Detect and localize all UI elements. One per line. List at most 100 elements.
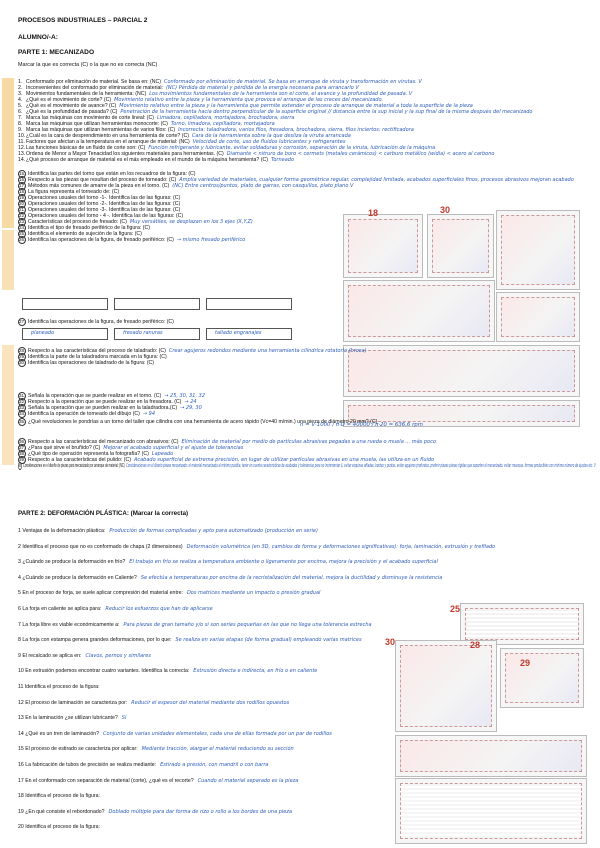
handwritten-answer: Conformado por eliminación de material. …	[163, 79, 422, 85]
handwritten-answer: Diamante < nitruro de boro < cermets (me…	[226, 151, 495, 157]
handwritten-answer: Sí	[121, 715, 127, 722]
part2-question-row: 4 ¿Cuándo se produce la deformación en C…	[18, 575, 442, 581]
question-text: Identifica la parte de la taladradora ma…	[28, 354, 167, 360]
q27-answer-box-1[interactable]: planeado	[22, 328, 108, 340]
question-number: 35.	[18, 418, 26, 426]
question-text: 19 ¿En qué consiste el rebordonado?	[18, 808, 105, 815]
handwritten-answer: Dos matrices mediante un impacto o presi…	[186, 590, 321, 597]
question-row: 1.Conformado por eliminación de material…	[18, 79, 422, 85]
question-text: 3 ¿Cuándo se produce la deformación en f…	[18, 559, 126, 566]
question-number: 30.	[18, 359, 26, 367]
question-row: 14.¿Qué proceso de arranque de material …	[18, 157, 294, 163]
q27-text: 27.Identifica las operaciones de la figu…	[18, 318, 174, 326]
figure-operations-grid	[496, 210, 580, 290]
question-text: Identifica las partes del torno que está…	[28, 171, 196, 177]
q35-calculation: n = V·1000 / π·D = 40000 / π·20 = 636,6 …	[300, 422, 423, 428]
q27-answer-box-3[interactable]: tallado engranajes	[206, 328, 292, 340]
handwritten-answer: Muy versátiles, se desplazan en los 3 ej…	[129, 219, 253, 225]
handwritten-answer: Deformación volumétrica (en 3D, cambios …	[186, 543, 496, 550]
part2-question-row: 9 El recalcado se aplica en:Clavos, pern…	[18, 653, 151, 659]
part2-question-row: 8 La forja con estampa genera grandes de…	[18, 637, 362, 643]
question-text: Señala la operación que se pueden realiz…	[28, 405, 178, 411]
handwritten-answer: Acabado superficial de extrema precisión…	[133, 457, 435, 463]
handwritten-answer: Lapeado	[151, 451, 174, 457]
question-text: Métodos más comunes de amarre de la piez…	[28, 183, 170, 189]
question-text: 20 Identifica el proceso de la figura:	[18, 824, 100, 831]
question-text: ¿Cuál es la cara de desprendimiento en u…	[26, 133, 189, 139]
question-text: 18 Identifica el proceso de la figura:	[18, 793, 100, 800]
question-text: 7 La forja libre es viable económicament…	[18, 621, 120, 628]
question-row: 4.¿Qué es el movimiento de corte? (C)Mov…	[18, 97, 383, 103]
question-text: 17 En el conformado con separación de ma…	[18, 777, 194, 784]
q27-answer-box-2[interactable]: fresado ranuras	[114, 328, 200, 340]
question-text: Marca las máquinas que utilizan herramie…	[26, 127, 176, 133]
question-number: 14.	[18, 157, 26, 163]
figure-turning-operations	[427, 214, 494, 278]
handwritten-answer: → mismo fresado periférico	[176, 237, 246, 243]
question-text: Movimientos fundamentales de la herramie…	[26, 91, 147, 97]
question-number: 8.	[18, 121, 23, 127]
handwritten-answer: Crear agujeros redondos mediante una her…	[168, 348, 367, 354]
part2-question-row: 12 El proceso de laminación se caracteri…	[18, 700, 289, 706]
handwritten-answer: → 25, 30, 31, 32	[164, 393, 205, 399]
question-row: 8.Marca las máquinas que utilizan herram…	[18, 121, 275, 127]
part2-question-row: 7 La forja libre es viable económicament…	[18, 622, 372, 628]
exam-title: PROCESOS INDUSTRIALES – PARCIAL 2	[18, 17, 148, 24]
q26-answer-box-3[interactable]	[206, 298, 292, 310]
question-text: 6 La forja en caliente se aplica para:	[18, 606, 102, 612]
handwritten-answer: Torno, limadora, cepilladora, mortajador…	[170, 121, 275, 127]
question-text: ¿Qué tipo de operación representa la fot…	[28, 451, 149, 457]
question-row: 40.Consideraciones en el diseño de pieza…	[18, 462, 596, 470]
question-number: 4.	[18, 97, 23, 103]
margin-highlight	[2, 230, 14, 290]
handwritten-answer: Clavos, pernos y similares	[85, 652, 151, 659]
handwritten-answer: Reducir los esfuerzos que han de aplicar…	[105, 606, 213, 612]
q26-answer-box-2[interactable]	[114, 298, 200, 310]
handwritten-answer: Función refrigerante y lubricante, evita…	[148, 145, 436, 151]
figure-number-18: 18	[368, 208, 379, 218]
handwritten-answer: Los movimientos fundamentales de la herr…	[149, 91, 413, 97]
question-number: 5.	[18, 103, 23, 109]
handwritten-answer: (NC) Entre centros/puntos, plato de garr…	[172, 183, 354, 189]
part2-question-row: 11 Identifica el proceso de la figura:	[18, 684, 104, 690]
handwritten-answer: Velocidad de corte, uso de fluidos lubri…	[192, 139, 346, 145]
q26-answer-box-1[interactable]	[22, 298, 108, 310]
question-number: 2.	[18, 85, 23, 91]
part2-title: PARTE 2: DEFORMACIÓN PLÁSTICA: (Marcar l…	[18, 510, 189, 517]
question-row: 2.Inconvenientes del conformado por elim…	[18, 85, 359, 91]
question-number: 26.	[18, 236, 26, 244]
figure-milling-types	[343, 280, 495, 342]
handwritten-answer: → 94	[142, 411, 156, 417]
figure-drilling-machine	[343, 345, 580, 397]
part2-question-row: 19 ¿En qué consiste el rebordonado?Dobla…	[18, 809, 292, 815]
handwritten-answer: Eliminación de material por medio de par…	[181, 439, 436, 445]
question-number: 40.	[18, 462, 22, 470]
figure-deformation-text	[460, 603, 584, 645]
question-row: 3.Movimientos fundamentales de la herram…	[18, 91, 412, 97]
part2-question-row: 20 Identifica el proceso de la figura:	[18, 824, 104, 830]
part2-question-row: 2 Identifica el proceso que no es confor…	[18, 544, 495, 550]
question-text: La figura representa el torneado de: (C)	[28, 189, 120, 195]
question-text: ¿Qué proceso de arranque de material es …	[26, 157, 268, 163]
question-text: 1 Ventajas de la deformación plástica:	[18, 528, 106, 534]
handwritten-answer: Doblado múltiple para dar forma de rizo …	[108, 808, 293, 815]
question-number: 7.	[18, 115, 23, 121]
part2-question-row: 14 ¿Qué es un tren de laminación?Conjunt…	[18, 731, 332, 737]
question-text: Operaciones usuales del torno -2-. Ident…	[28, 201, 181, 207]
part2-question-row: 15 El proceso de estirado se caracteriza…	[18, 746, 294, 752]
handwritten-answer: El trabajo en frío se realiza a temperat…	[129, 559, 438, 566]
figure-drilling-ops	[496, 292, 580, 342]
question-text: Ordena de Menor a Mayor Tenacidad los si…	[26, 151, 224, 157]
figure-number-30: 30	[440, 205, 451, 215]
question-row: 7.Marca las máquinas con movimiento de c…	[18, 115, 294, 121]
handwritten-answer: Limadora, cepilladora, mortajadora, broc…	[157, 115, 295, 121]
handwritten-answer: Para piezas de gran tamaño y/o si son se…	[123, 621, 372, 628]
margin-highlight	[2, 345, 14, 465]
question-text: 5 En el proceso de forja, se suele aplic…	[18, 590, 183, 597]
handwritten-answer: Extrusión directa e indirecta, en frío o…	[193, 668, 318, 675]
question-number: 39.	[18, 456, 26, 464]
question-row: 9.Marca las máquinas que utilizan herram…	[18, 127, 414, 133]
question-text: ¿Qué es el movimiento de avance? (C)	[26, 103, 117, 109]
question-text: ¿Qué es la profundidad de pasada? (C)	[26, 109, 118, 115]
